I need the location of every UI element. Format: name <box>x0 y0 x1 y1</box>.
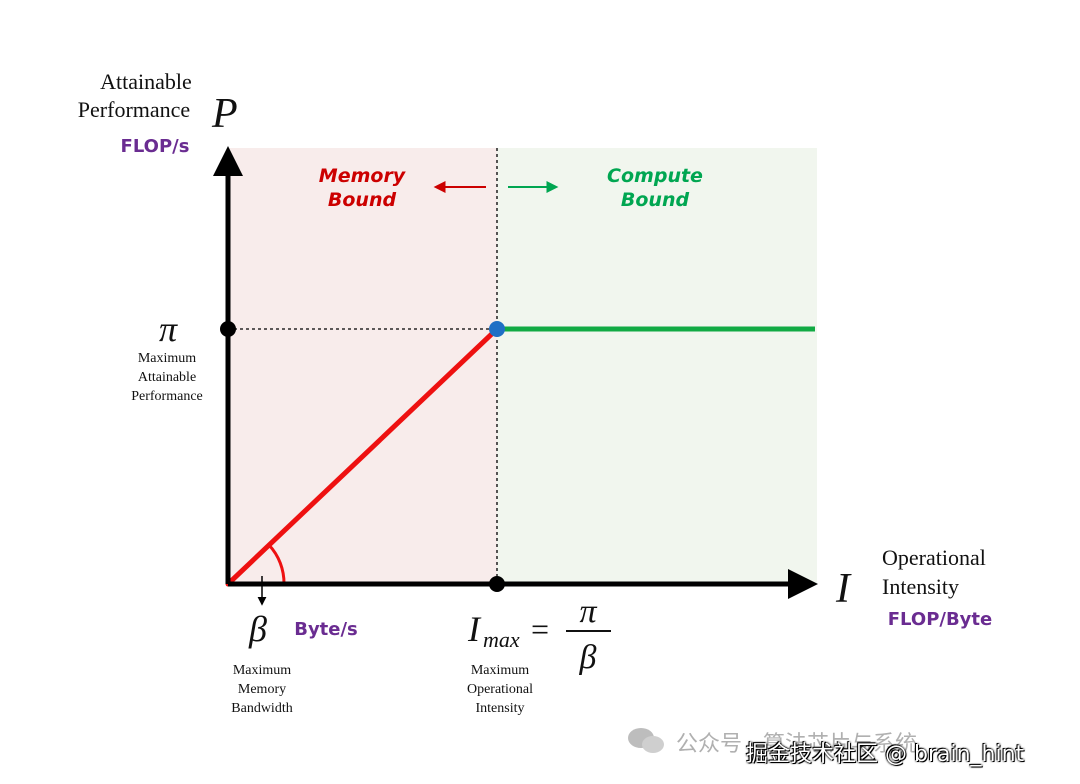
pi-axis-point <box>220 321 236 337</box>
compute-bound-label-line1: Compute <box>607 165 703 187</box>
x-axis-unit: FLOP/Byte <box>888 609 992 630</box>
ridge-point <box>489 321 505 337</box>
beta-unit: Byte/s <box>294 619 358 640</box>
memory-bound-label-line1: Memory <box>319 165 407 187</box>
watermark-line1: 公众号 · 算法芯片与系统 <box>676 732 917 757</box>
imax-subscript: max <box>483 627 520 652</box>
imax-caption-line3: Intensity <box>476 701 525 716</box>
imax-numerator: π <box>579 593 597 630</box>
watermark-line2: 掘金技术社区 @ brain_hint <box>746 742 1025 767</box>
imax-equals: = <box>531 611 549 647</box>
pi-caption-line3: Performance <box>131 389 203 404</box>
y-axis-label-line1: Attainable <box>100 69 192 94</box>
imax-symbol: I <box>467 609 482 649</box>
imax-caption-line2: Operational <box>467 682 533 697</box>
beta-symbol: β <box>248 609 267 649</box>
imax-axis-point <box>489 576 505 592</box>
beta-angle-arc <box>267 543 286 585</box>
imax-caption-line1: Maximum <box>471 663 529 678</box>
imax-denominator: β <box>579 639 597 676</box>
compute-bound-region <box>497 148 817 584</box>
pi-caption-line1: Maximum <box>138 351 196 366</box>
x-axis-symbol: I <box>835 566 852 612</box>
y-axis-symbol: P <box>211 91 238 137</box>
watermark-wechat-icon <box>628 726 668 756</box>
pi-symbol: π <box>159 309 178 349</box>
beta-caption-line3: Bandwidth <box>231 701 292 716</box>
x-axis-label-line2: Intensity <box>882 574 959 599</box>
memory-bound-label-line2: Bound <box>328 189 397 211</box>
pi-caption-line2: Attainable <box>138 370 196 385</box>
y-axis-label-line2: Performance <box>78 97 190 122</box>
compute-bound-label-line2: Bound <box>621 189 690 211</box>
memory-bound-slope <box>225 326 500 587</box>
beta-caption-line2: Memory <box>238 682 286 697</box>
memory-bound-region <box>228 148 497 584</box>
beta-caption-line1: Maximum <box>233 663 291 678</box>
x-axis-label-line1: Operational <box>882 545 986 570</box>
y-axis-unit: FLOP/s <box>121 136 190 157</box>
